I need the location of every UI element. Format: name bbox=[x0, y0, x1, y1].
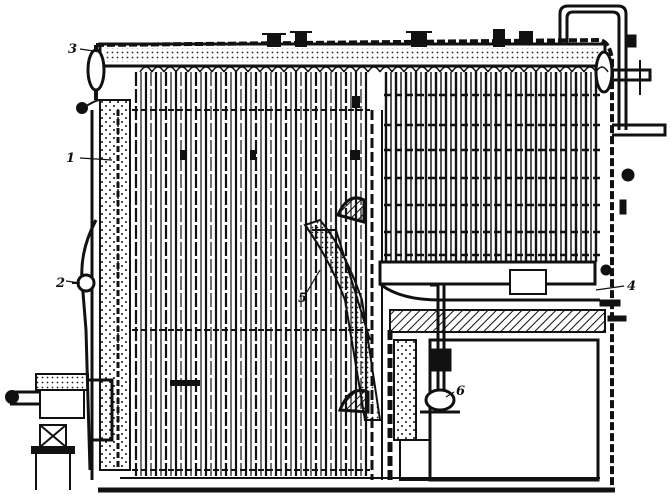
tube-bend bbox=[223, 66, 237, 73]
tube-bend bbox=[367, 66, 381, 73]
tube-bend bbox=[571, 66, 585, 73]
callout-1: 1 bbox=[66, 151, 113, 166]
callout-1-label: 1 bbox=[66, 151, 75, 166]
tube-bend bbox=[331, 66, 345, 73]
left-furnace-wall bbox=[90, 99, 131, 480]
convection-tube-bank bbox=[384, 72, 598, 262]
burner-assembly bbox=[5, 373, 114, 490]
tube-bend bbox=[187, 66, 201, 73]
callout-6-label: 6 bbox=[456, 384, 465, 399]
tube-bend bbox=[379, 66, 393, 73]
tube-bend bbox=[475, 66, 489, 73]
callout-5: 5 bbox=[298, 269, 321, 306]
tube-bend bbox=[319, 66, 333, 73]
tube-bend bbox=[403, 66, 417, 73]
tube-bank-fittings bbox=[170, 96, 360, 386]
tube-bend bbox=[583, 66, 597, 73]
tube-bend bbox=[307, 66, 321, 73]
tube-bend bbox=[451, 66, 465, 73]
tube-bend bbox=[175, 66, 189, 73]
tube-bend bbox=[271, 66, 285, 73]
furnace-screen-tubes bbox=[132, 66, 609, 476]
tube-bend bbox=[487, 66, 501, 73]
feed-water-piping bbox=[72, 99, 101, 471]
top-valves bbox=[262, 29, 533, 47]
tube-bend bbox=[151, 66, 165, 73]
callout-2-label: 2 bbox=[55, 276, 65, 291]
blowdown-pipe bbox=[420, 283, 460, 414]
tube-bend bbox=[355, 66, 369, 73]
callouts: 1 2 3 4 5 6 bbox=[55, 42, 636, 399]
callout-6: 6 bbox=[445, 384, 465, 399]
tube-bend bbox=[547, 66, 561, 73]
lower-chamber bbox=[387, 330, 600, 482]
tube-bend bbox=[211, 66, 225, 73]
convection-baffles bbox=[384, 93, 600, 257]
tube-bend bbox=[247, 66, 261, 73]
callout-2: 2 bbox=[55, 276, 81, 291]
tube-bend bbox=[259, 66, 273, 73]
tube-bend bbox=[343, 66, 357, 73]
tube-bend bbox=[199, 66, 213, 73]
tube-bend bbox=[139, 66, 153, 73]
tube-bend bbox=[523, 66, 537, 73]
tube-bend bbox=[535, 66, 549, 73]
lower-drum bbox=[378, 260, 600, 302]
callout-3: 3 bbox=[68, 42, 101, 57]
tube-bend bbox=[499, 66, 513, 73]
hatched-floor-slab bbox=[389, 309, 606, 333]
tube-bend bbox=[511, 66, 525, 73]
tube-bend bbox=[439, 66, 453, 73]
tube-bend bbox=[595, 66, 609, 73]
tube-bend bbox=[295, 66, 309, 73]
tube-bend bbox=[283, 66, 297, 73]
tube-bend bbox=[463, 66, 477, 73]
tube-bend bbox=[415, 66, 429, 73]
callout-3-label: 3 bbox=[68, 42, 77, 57]
callout-4-label: 4 bbox=[627, 279, 636, 294]
tube-bend bbox=[427, 66, 441, 73]
tube-bend bbox=[163, 66, 177, 73]
right-wall-fittings bbox=[599, 168, 635, 322]
callout-5-label: 5 bbox=[298, 291, 307, 306]
tube-bend bbox=[559, 66, 573, 73]
steam-outlet-pipe bbox=[558, 4, 667, 137]
furnace-arches bbox=[335, 196, 370, 414]
partition-wall bbox=[303, 110, 383, 480]
tube-bend bbox=[235, 66, 249, 73]
tube-bend bbox=[391, 66, 405, 73]
callout-4: 4 bbox=[595, 279, 636, 294]
